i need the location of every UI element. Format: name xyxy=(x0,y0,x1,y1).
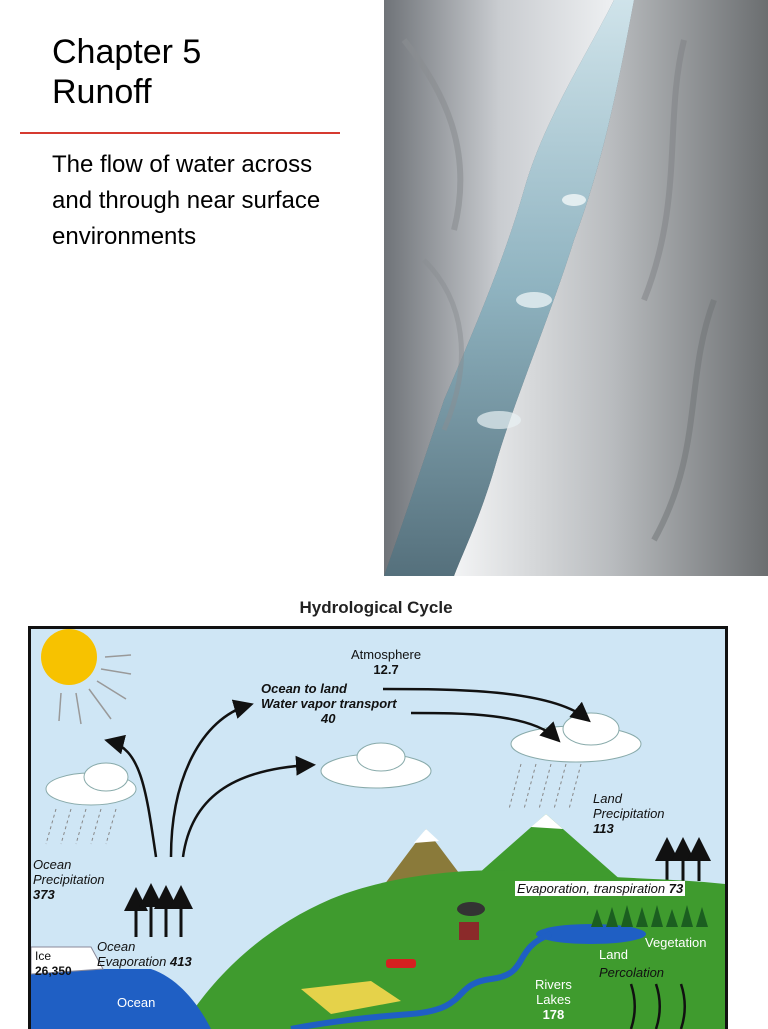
atmosphere-text: Atmosphere xyxy=(351,647,422,662)
ocean-precip-value: 373 xyxy=(33,887,55,902)
ice-text: Ice xyxy=(35,949,52,963)
rivers-lakes-value: 178 xyxy=(542,1007,565,1022)
ocean-evap-line-2: Evaporation xyxy=(97,954,167,969)
ocean-precip-line-2: Precipitation xyxy=(33,872,105,887)
vegetation-label: Vegetation xyxy=(645,935,707,950)
title-line-1: Chapter 5 xyxy=(52,33,202,71)
ocean-evap-line-1: Ocean xyxy=(97,939,136,954)
evapotranspiration-value: 73 xyxy=(668,881,684,896)
transport-line-2: Water vapor transport xyxy=(261,696,397,711)
land-precip-line-2: Precipitation xyxy=(593,806,665,821)
ocean-precipitation-label: Ocean Precipitation 373 xyxy=(33,857,105,902)
rivers-lakes-label: Rivers Lakes 178 xyxy=(535,977,572,1022)
glacial-meltwater-channel-photo xyxy=(384,0,768,576)
atmosphere-value: 12.7 xyxy=(373,662,399,677)
land-label: Land xyxy=(599,947,628,962)
cloud-icon xyxy=(45,762,137,806)
diagram-title: Hydrological Cycle xyxy=(299,598,453,617)
lakes-text: Lakes xyxy=(536,992,571,1007)
slide-title: Chapter 5 Runoff xyxy=(52,32,201,112)
ice-label: Ice 26,350 xyxy=(35,949,72,979)
hydrological-cycle-diagram: Hydrological Cycle xyxy=(24,598,728,1029)
transport-label: Ocean to land Water vapor transport 40 xyxy=(261,681,397,726)
slide-body-text: The flow of water across and through nea… xyxy=(52,151,321,250)
ocean-evap-value: 413 xyxy=(170,954,192,969)
diagram-frame: Atmosphere 12.7 Ocean to land Water vapo… xyxy=(28,626,728,1029)
percolation-label: Percolation xyxy=(599,965,665,980)
ice-value: 26,350 xyxy=(35,964,72,978)
title-line-2: Runoff xyxy=(52,73,152,111)
ocean-label: Ocean xyxy=(117,995,156,1010)
sun-icon xyxy=(41,629,132,725)
title-divider xyxy=(20,132,340,134)
evapotranspiration-text: Evaporation, transpiration xyxy=(517,881,666,896)
land-precip-value: 113 xyxy=(593,821,614,836)
atmosphere-label: Atmosphere 12.7 xyxy=(351,647,421,677)
transport-line-1: Ocean to land xyxy=(261,681,347,696)
diagram-illustration xyxy=(31,629,725,1029)
ocean-precip-line-1: Ocean xyxy=(33,857,72,872)
land-precipitation-label: Land Precipitation 113 xyxy=(593,791,665,836)
evapotranspiration-label: Evaporation, transpiration 73 xyxy=(515,881,686,896)
transport-value: 40 xyxy=(321,711,336,726)
rivers-text: Rivers xyxy=(535,977,572,992)
land-precip-line-1: Land xyxy=(593,791,622,806)
ocean-evaporation-label: Ocean Evaporation 413 xyxy=(97,939,192,969)
